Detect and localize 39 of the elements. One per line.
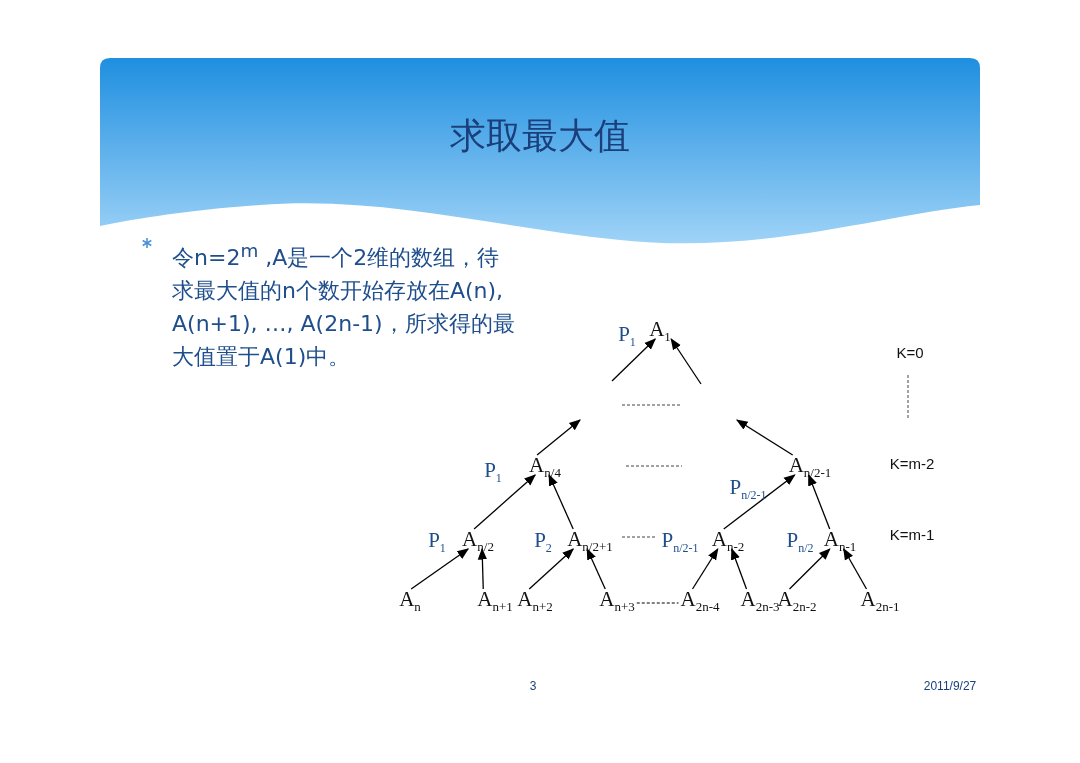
variable-label: P$_{2}$ <box>534 530 552 554</box>
arrow <box>691 548 719 590</box>
arrow <box>410 548 470 590</box>
page-number: 3 <box>529 679 537 693</box>
arrow <box>528 548 575 590</box>
array-element: A$_{n/2-1}$ <box>788 455 832 479</box>
arrow <box>736 419 794 456</box>
level-label: K=m-1 <box>889 525 935 543</box>
level-label: K=m-2 <box>889 454 935 472</box>
array-element: A$_{1}$ <box>649 319 671 343</box>
array-element: A$_{n}$ <box>399 589 421 613</box>
arrow <box>536 419 581 456</box>
array-element: A$_{n+2}$ <box>517 589 553 613</box>
arrow <box>723 474 796 530</box>
variable-label: P$_{n/2-1}$ <box>729 477 767 501</box>
arrow <box>611 338 656 382</box>
array-element: A$_{2n-4}$ <box>680 589 720 613</box>
arrow <box>670 338 702 385</box>
variable-label: P$_{1}$ <box>428 530 446 554</box>
arrow <box>788 548 831 590</box>
array-element: A$_{n-1}$ <box>823 529 857 553</box>
array-element: A$_{2n-3}$ <box>740 589 780 613</box>
array-element: A$_{n-2}$ <box>711 529 745 553</box>
array-element: A$_{n+3}$ <box>599 589 635 613</box>
bullet-text: 令n=2$^{m}$ ,A是一个2维的数组，待求最大值的n个数开始存放在A(n), A(n+1), …, A(2n-1)，所求得的最大值置于A(1)中。 <box>172 239 516 372</box>
array-element: A$_{n/2+1}$ <box>567 529 613 553</box>
arrow <box>843 548 868 590</box>
date-text: 2011/9/27 <box>923 679 977 693</box>
variable-label: P$_{n/2-1}$ <box>661 530 699 554</box>
level-label: K=0 <box>896 343 924 361</box>
arrow <box>473 474 536 530</box>
variable-label: P$_{1}$ <box>618 324 636 348</box>
variable-label: P$_{1}$ <box>484 460 502 484</box>
slide-title: 求取最大值 <box>450 114 630 158</box>
dashed-line <box>636 602 679 604</box>
array-element: A$_{2n-1}$ <box>860 589 900 613</box>
variable-label: P$_{n/2}$ <box>786 530 814 554</box>
array-element: A$_{n+1}$ <box>477 589 513 613</box>
array-element: A$_{n/4}$ <box>529 455 561 479</box>
